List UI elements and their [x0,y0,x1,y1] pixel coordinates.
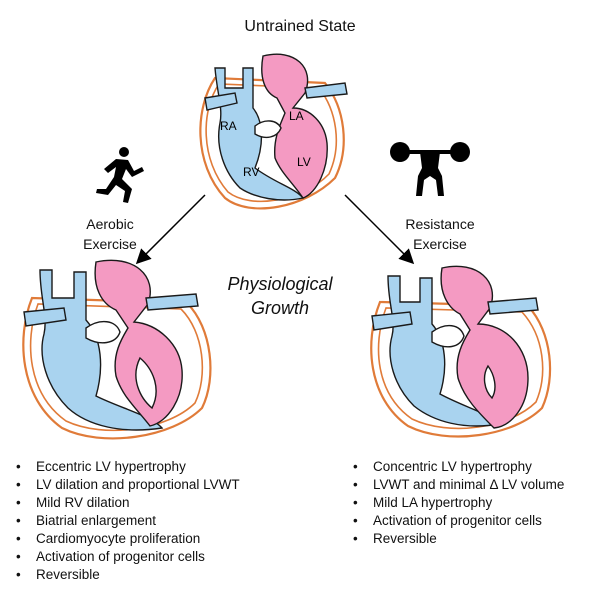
aerobic-bullet: Eccentric LV hypertrophy [12,458,240,476]
arrow-to-resistance [344,194,415,265]
center-label-line2: Growth [250,298,310,318]
arrow-to-aerobic [135,194,206,265]
page-title: Untrained State [244,18,356,35]
center-label-line1: Physiological [227,274,333,294]
aerobic-label-line1: Aerobic [86,216,134,232]
resistance-bullet: Concentric LV hypertrophy [349,458,564,476]
aerobic-bullet-list: Eccentric LV hypertrophy LV dilation and… [12,458,240,584]
resistance-bullet: LVWT and minimal Δ LV volume [349,476,564,494]
aerobic-bullet: Reversible [12,566,240,584]
resistance-bullet: Activation of progenitor cells [349,512,564,530]
aerobic-bullet: Cardiomyocyte proliferation [12,530,240,548]
resistance-heart-illustration [370,265,552,438]
aerobic-bullet: Mild RV dilation [12,494,240,512]
aerobic-bullet: Activation of progenitor cells [12,548,240,566]
aerobic-bullet: LV dilation and proportional LVWT [12,476,240,494]
resistance-bullet: Mild LA hypertrophy [349,494,564,512]
weightlifter-icon [390,142,470,196]
untrained-heart-illustration: RA LA RV LV [199,53,348,210]
resistance-bullet: Reversible [349,530,564,548]
resistance-label-line2: Exercise [413,236,467,252]
resistance-bullet-list: Concentric LV hypertrophy LVWT and minim… [349,458,564,548]
label-ra: RA [220,119,237,133]
physiological-growth-label: Physiological Growth [180,272,380,320]
aerobic-bullet: Biatrial enlargement [12,512,240,530]
resistance-label-line1: Resistance [405,216,475,232]
label-la: LA [289,109,304,123]
runner-icon [96,147,144,203]
aerobic-label: Aerobic Exercise [55,214,165,254]
aerobic-heart-illustration [22,259,212,440]
resistance-label: Resistance Exercise [385,214,495,254]
label-lv: LV [297,155,311,169]
label-rv: RV [243,165,259,179]
aerobic-label-line2: Exercise [83,236,137,252]
